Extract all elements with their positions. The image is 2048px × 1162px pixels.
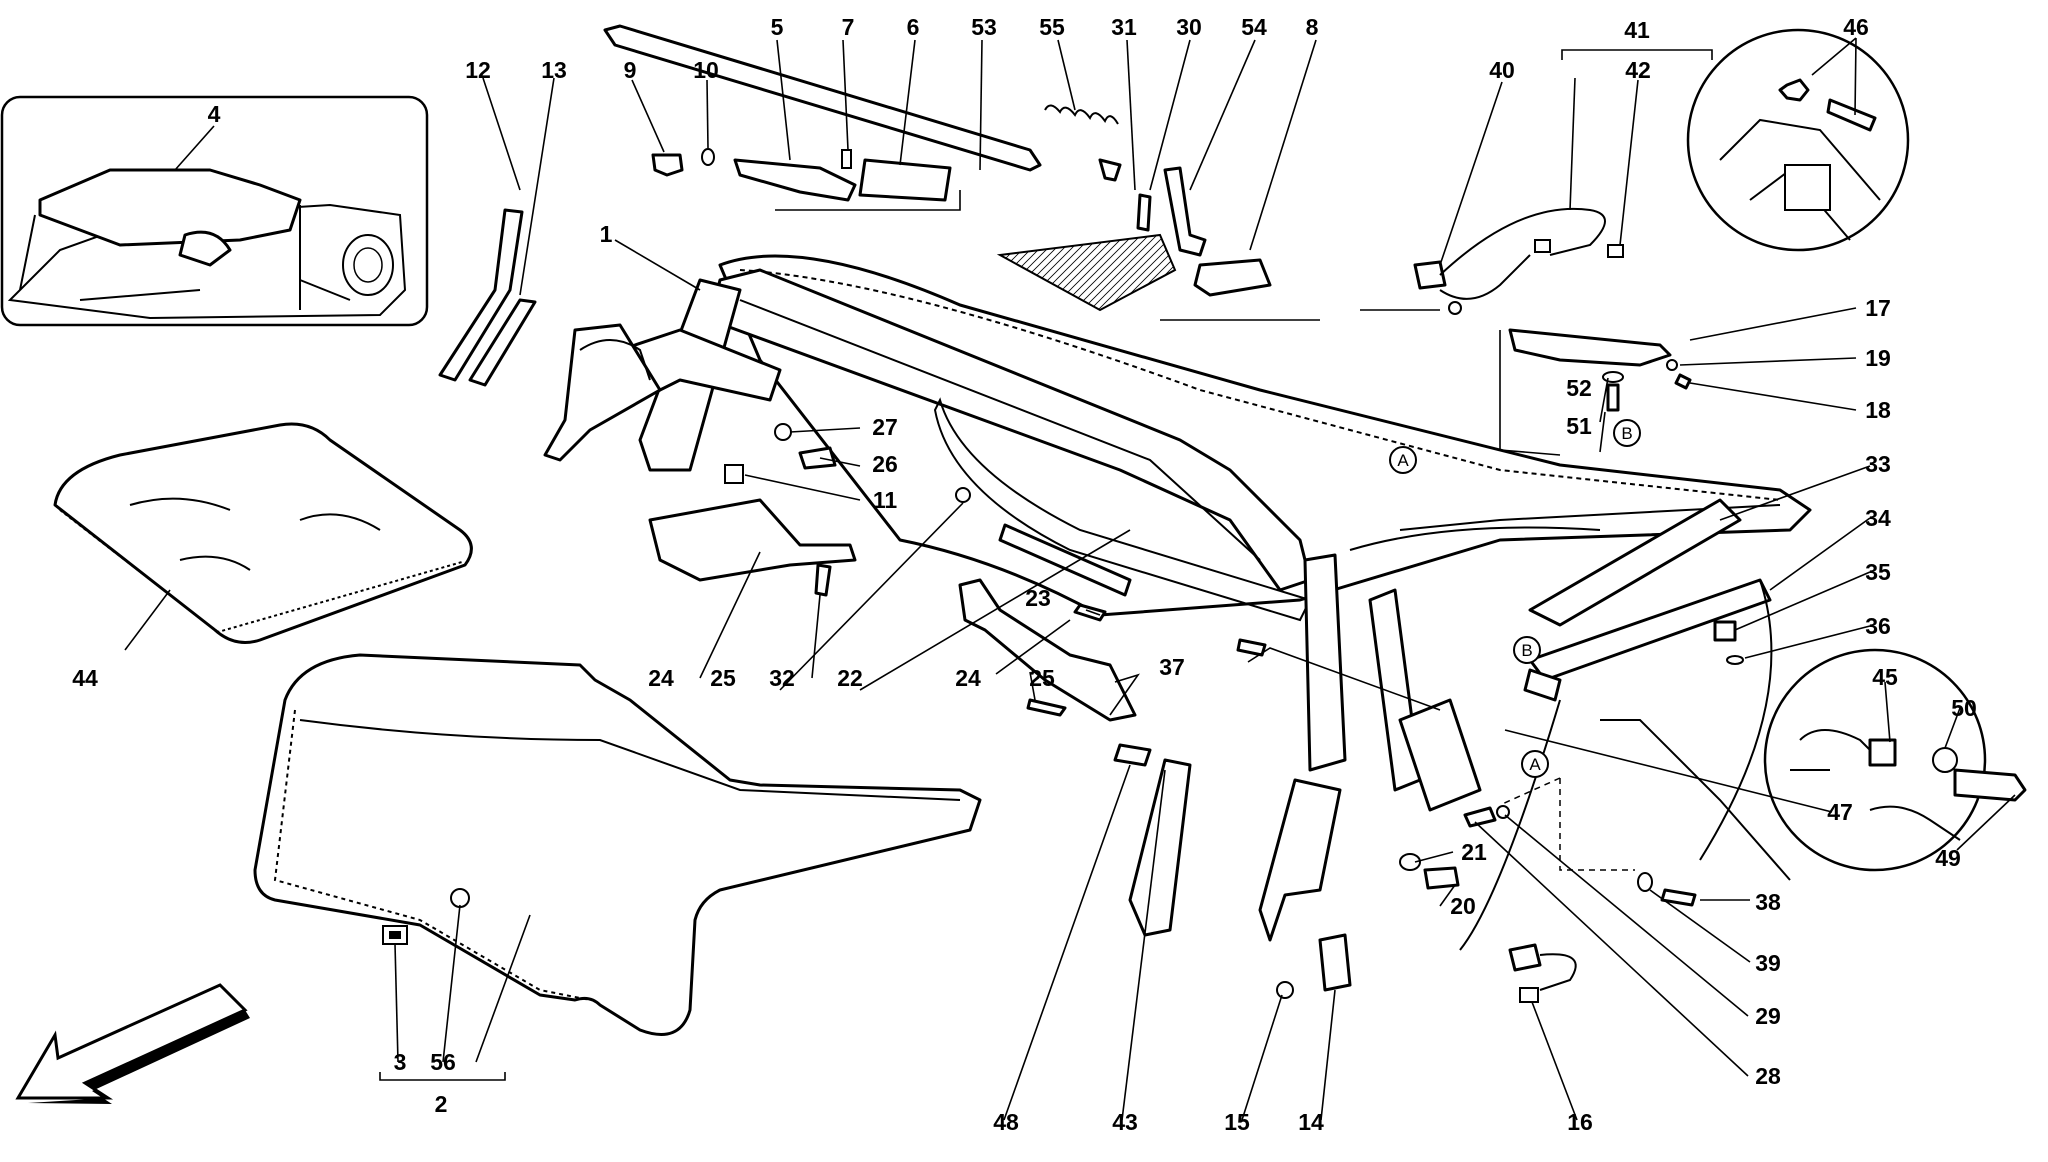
callout-51: 51	[1566, 413, 1592, 439]
callout-39: 39	[1755, 950, 1781, 976]
callout-3: 3	[394, 1049, 407, 1075]
callout-7: 7	[842, 14, 855, 40]
callout-21: 21	[1461, 839, 1487, 865]
callout-47: 47	[1827, 799, 1853, 825]
callout-19: 19	[1865, 345, 1891, 371]
callout-29: 29	[1755, 1003, 1781, 1029]
ref-letter: A	[1529, 755, 1541, 774]
callout-49: 49	[1935, 845, 1961, 871]
callout-10: 10	[693, 57, 719, 83]
small-parts	[603, 24, 1744, 1003]
callout-2: 2	[435, 1091, 448, 1117]
callout-37: 37	[1159, 654, 1185, 680]
callout-55: 55	[1039, 14, 1065, 40]
callout-20: 20	[1450, 893, 1476, 919]
car-inset-view	[0, 95, 429, 327]
detail-circle-46	[1686, 28, 1910, 252]
ref-letter: A	[1397, 451, 1409, 470]
callout-42: 42	[1625, 57, 1651, 83]
leader-lines	[124, 37, 2016, 1121]
callout-31: 31	[1111, 14, 1137, 40]
detail-circle-45-50	[1763, 648, 2027, 872]
callout-28: 28	[1755, 1063, 1781, 1089]
callout-50: 50	[1951, 695, 1977, 721]
callout-25b: 25	[1029, 665, 1055, 691]
callout-25a: 25	[710, 665, 736, 691]
callout-26: 26	[872, 451, 898, 477]
callout-24b: 24	[955, 665, 981, 691]
callout-16: 16	[1567, 1109, 1593, 1135]
reference-markers: A A B B	[1389, 419, 1641, 778]
callout-23: 23	[1025, 585, 1051, 611]
callout-27: 27	[872, 414, 898, 440]
callout-12: 12	[465, 57, 491, 83]
callout-36: 36	[1865, 613, 1891, 639]
ref-letter: B	[1621, 424, 1632, 443]
callout-labels: 4 12 13 1 9 10 5 7 6 53 55 31 30 54 8 40…	[72, 14, 1977, 1135]
callout-46: 46	[1843, 14, 1869, 40]
callout-53: 53	[971, 14, 997, 40]
callout-30: 30	[1176, 14, 1202, 40]
callout-8: 8	[1306, 14, 1319, 40]
callout-34: 34	[1865, 505, 1891, 531]
ref-marker-a-upper: A	[1389, 446, 1417, 474]
callout-11: 11	[873, 487, 898, 513]
callout-41: 41	[1624, 17, 1650, 43]
callout-18: 18	[1865, 397, 1891, 423]
ref-marker-a-lower: A	[1521, 750, 1549, 778]
callout-4: 4	[208, 101, 221, 127]
callout-17: 17	[1865, 295, 1891, 321]
callout-6: 6	[907, 14, 920, 40]
callout-5: 5	[771, 14, 784, 40]
ref-marker-b-lower: B	[1513, 636, 1541, 664]
callout-22: 22	[837, 665, 863, 691]
callout-13: 13	[541, 57, 567, 83]
ref-marker-b-upper: B	[1613, 419, 1641, 447]
callout-56: 56	[430, 1049, 456, 1075]
tonneau-cover	[253, 653, 982, 1036]
callout-9: 9	[624, 57, 637, 83]
trim-strips	[438, 208, 537, 387]
callout-15: 15	[1224, 1109, 1250, 1135]
callout-24a: 24	[648, 665, 674, 691]
callout-35: 35	[1865, 559, 1891, 585]
callout-45: 45	[1872, 664, 1898, 690]
callout-44: 44	[72, 665, 98, 691]
roof-frame-assembly	[543, 233, 1812, 951]
front-direction-arrow-icon	[15, 983, 250, 1104]
callout-1: 1	[600, 221, 613, 247]
callout-48: 48	[993, 1109, 1019, 1135]
cover-bag	[53, 422, 473, 644]
callout-52: 52	[1566, 375, 1592, 401]
callout-14: 14	[1298, 1109, 1324, 1135]
callout-43: 43	[1112, 1109, 1138, 1135]
callout-54: 54	[1241, 14, 1267, 40]
callout-33: 33	[1865, 451, 1891, 477]
callout-38: 38	[1755, 889, 1781, 915]
ref-letter: B	[1521, 641, 1532, 660]
callout-32: 32	[769, 665, 795, 691]
callout-40: 40	[1489, 57, 1515, 83]
